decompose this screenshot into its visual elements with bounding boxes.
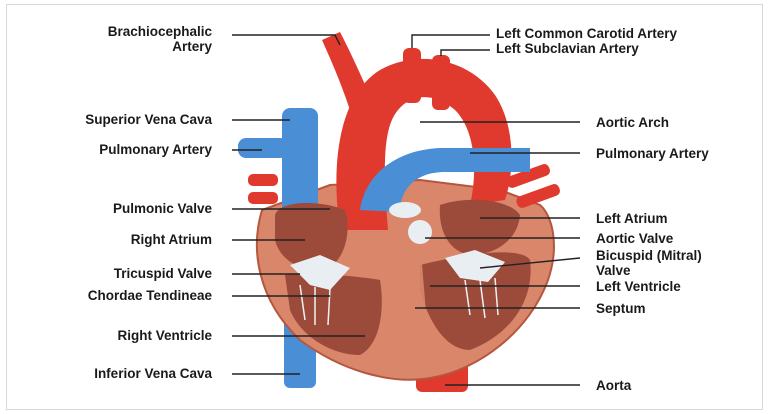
- label-bicuspid-mitral-valve: Bicuspid (Mitral) Valve: [596, 248, 702, 278]
- left-subclavian-vessel: [432, 55, 450, 110]
- label-left-ventricle: Left Ventricle: [596, 279, 681, 294]
- label-bicuspid-line2: Valve: [596, 263, 702, 278]
- label-left-common-carotid-artery: Left Common Carotid Artery: [496, 26, 677, 41]
- label-bicuspid-line1: Bicuspid (Mitral): [596, 248, 702, 263]
- label-tricuspid-valve: Tricuspid Valve: [20, 266, 212, 281]
- label-left-atrium: Left Atrium: [596, 211, 668, 226]
- label-brachiocephalic-line1: Brachiocephalic: [60, 24, 212, 39]
- label-aortic-valve: Aortic Valve: [596, 231, 673, 246]
- label-pulmonary-artery-left: Pulmonary Artery: [20, 142, 212, 157]
- label-inferior-vena-cava: Inferior Vena Cava: [20, 366, 212, 381]
- label-left-subclavian-artery: Left Subclavian Artery: [496, 41, 639, 56]
- left-vessel-stub: [248, 174, 278, 186]
- label-brachiocephalic-artery: Brachiocephalic Artery: [60, 24, 212, 54]
- brachiocephalic-vessel: [322, 32, 372, 110]
- label-pulmonic-valve: Pulmonic Valve: [20, 201, 212, 216]
- label-pulmonary-artery-right: Pulmonary Artery: [596, 146, 709, 161]
- label-superior-vena-cava: Superior Vena Cava: [20, 112, 212, 127]
- pulmonic-valve-ring: [389, 202, 421, 218]
- left-common-carotid-vessel: [403, 48, 421, 103]
- label-septum: Septum: [596, 301, 646, 316]
- label-aortic-arch: Aortic Arch: [596, 115, 669, 130]
- label-brachiocephalic-line2: Artery: [60, 39, 212, 54]
- label-chordae-tendineae: Chordae Tendineae: [20, 288, 212, 303]
- aortic-valve-ring: [408, 220, 432, 244]
- left-vessel-stub: [248, 192, 278, 204]
- label-right-atrium: Right Atrium: [20, 232, 212, 247]
- label-aorta: Aorta: [596, 378, 631, 393]
- pulmonary-artery-left-vessel: [238, 138, 288, 158]
- label-right-ventricle: Right Ventricle: [20, 328, 212, 343]
